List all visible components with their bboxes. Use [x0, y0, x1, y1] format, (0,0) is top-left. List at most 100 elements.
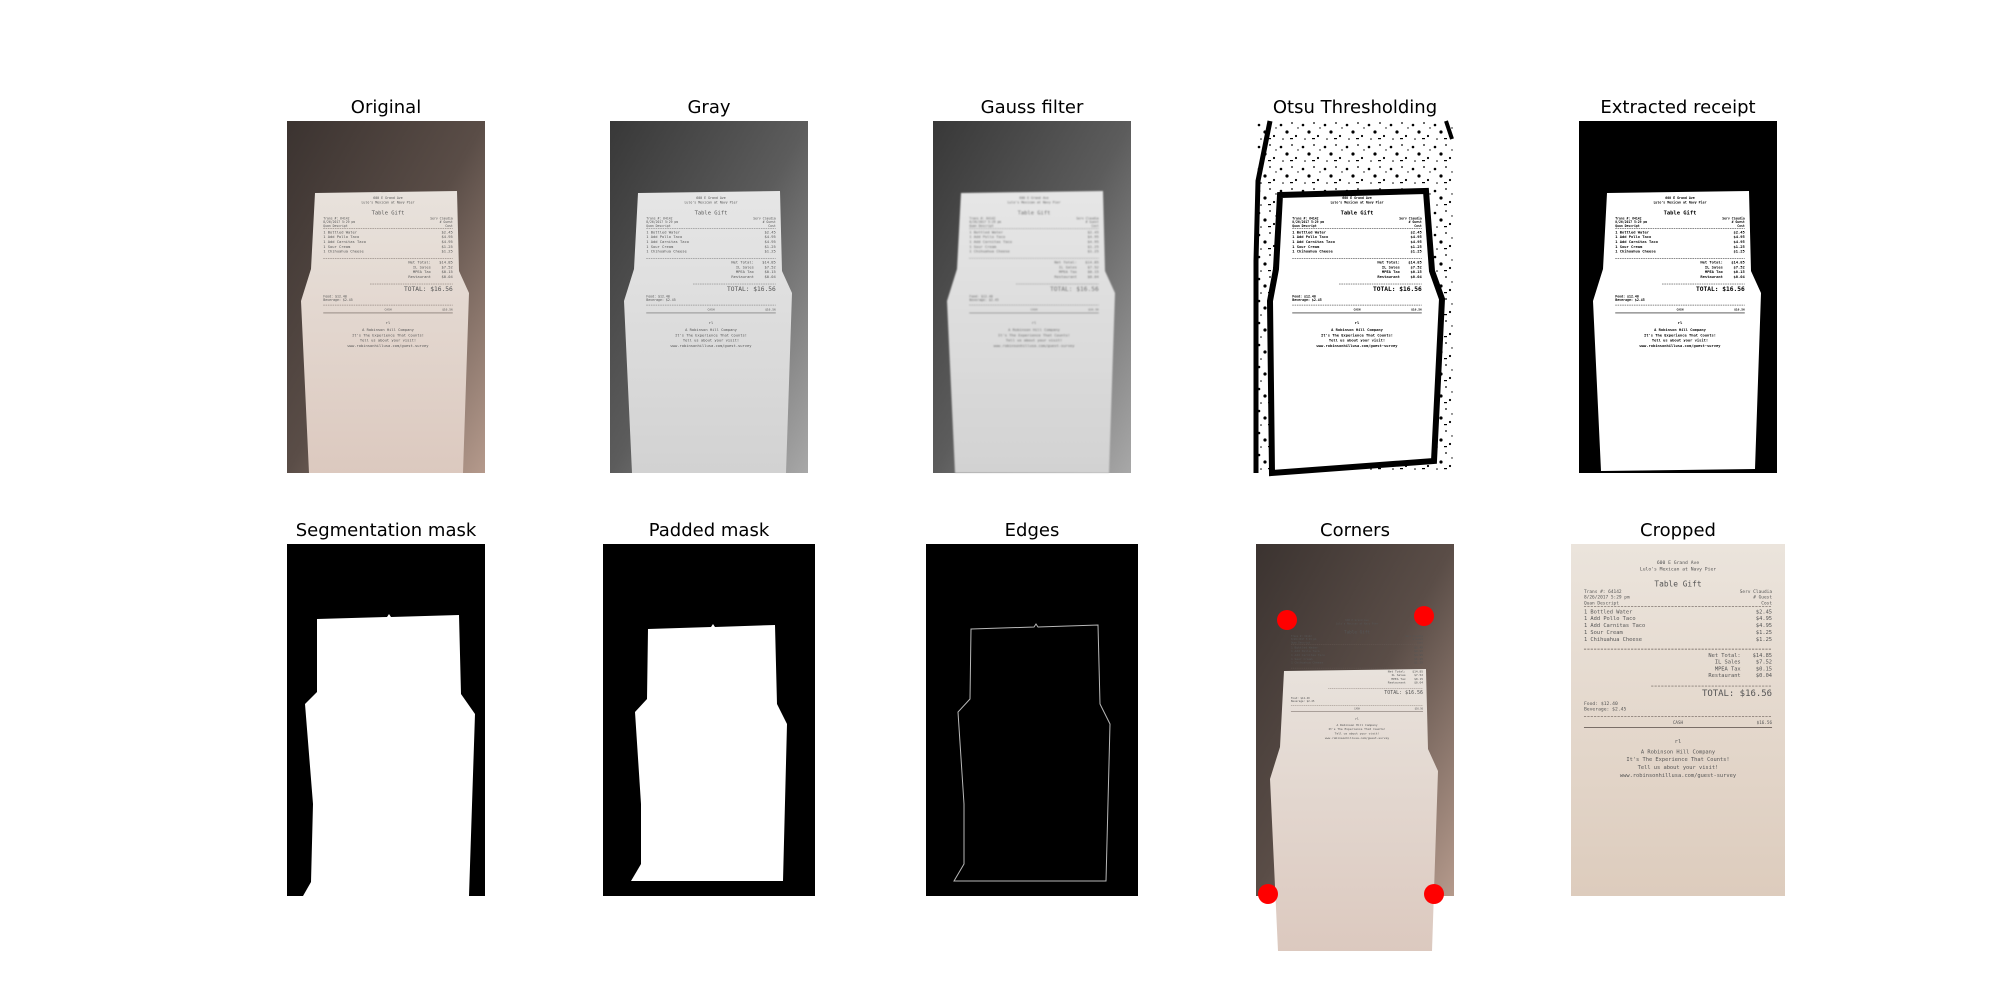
receipt-footer-line: It's The Experience That Counts! [352, 333, 424, 337]
receipt-item-price: $1.25 [765, 245, 776, 249]
receipt-footer-line: It's The Experience That Counts! [998, 333, 1070, 337]
receipt-item-label: 1 Chihuahua Cheese [1584, 637, 1642, 643]
receipt-col-desc: Quan Descript [969, 224, 993, 228]
panel-cropped: 600 E Grand AveLulo's Mexican at Navy Pi… [1571, 544, 1785, 896]
receipt-item-label: 1 Add Pollo Taco [1584, 616, 1636, 622]
receipt-total-value: $0.04 [1411, 275, 1423, 279]
receipt-footer-line: Tell us about your visit! [683, 339, 739, 343]
receipt-col-desc: Quan Descript [323, 224, 347, 228]
receipt-table: Table Gift [1654, 579, 1701, 588]
receipt-item-label: 1 Add Pollo Taco [1292, 235, 1329, 239]
receipt-total-label: MPEA Tax [1382, 270, 1401, 274]
receipt-total-label: MPEA Tax [1715, 666, 1742, 672]
receipt-col-desc: Quan Descript [1615, 224, 1639, 228]
receipt-table: Table Gift [695, 211, 728, 217]
panel-title-otsu: Otsu Thresholding [1273, 97, 1437, 118]
receipt-total-label: MPEA Tax [1059, 270, 1078, 274]
receipt-total-label: Net Total: [408, 261, 430, 265]
receipt-item-label: 1 Chihuahua Cheese [1291, 661, 1323, 665]
receipt-logo-mark: rl [1355, 717, 1359, 721]
receipt-restaurant: Lulo's Mexican at Navy Pier [1336, 622, 1379, 626]
receipt-item-label: 1 Bottled Water [1615, 230, 1649, 234]
receipt-address: 600 E Grand Ave [1665, 196, 1695, 200]
receipt-item-label: 1 Add Pollo Taco [646, 235, 682, 239]
receipt-item-label: 1 Add Carnitas Taco [646, 240, 689, 244]
receipt-item-label: 1 Chihuahua Cheese [969, 250, 1010, 254]
receipt-item-price: $1.25 [1411, 245, 1422, 249]
receipt-restaurant: Lulo's Mexican at Navy Pier [1653, 201, 1706, 205]
receipt-date: 8/26/2017 5:29 pm [1584, 595, 1630, 601]
receipt-item-label: 1 Sour Cream [1292, 245, 1320, 249]
receipt-item-price: $2.45 [1734, 230, 1745, 234]
receipt-cash-value: $16.56 [442, 308, 453, 312]
receipt-item-label: 1 Bottled Water [1584, 609, 1633, 615]
receipt-total-value: $7.52 [765, 265, 776, 269]
receipt-beverage: Beverage: $2.45 [646, 298, 676, 302]
receipt-footer-line: Tell us about your visit! [360, 339, 416, 343]
receipt-cash: CASH [1354, 708, 1360, 711]
receipt-address: 600 E Grand Ave [1345, 618, 1369, 622]
panel-title-segmentation: Segmentation mask [296, 520, 477, 541]
receipt-total-value: $0.15 [1088, 270, 1099, 274]
receipt-total-label: Restaurant [731, 275, 753, 279]
receipt-footer-line: www.robinsonhillusa.com/guest-survey [1620, 773, 1737, 779]
receipt-item-label: 1 Add Carnitas Taco [1584, 623, 1645, 629]
panel-otsu: 600 E Grand AveLulo's Mexican at Navy Pi… [1256, 121, 1454, 473]
receipt-total-value: $0.04 [1756, 673, 1772, 679]
receipt-item-price: $2.45 [765, 230, 776, 234]
receipt-item-price: $4.95 [442, 240, 453, 244]
receipt-item-label: 1 Bottled Water [323, 230, 357, 234]
receipt-total-label: Restaurant [408, 275, 430, 279]
receipt-item-label: 1 Chihuahua Cheese [1615, 250, 1656, 254]
receipt-footer-line: www.robinsonhillusa.com/guest-survey [1640, 344, 1722, 348]
receipt-total-value: $7.52 [1734, 265, 1745, 269]
receipt-footer-line: www.robinsonhillusa.com/guest-survey [994, 344, 1076, 348]
receipt-item-price: $1.25 [1756, 630, 1772, 636]
receipt-item-label: 1 Add Pollo Taco [969, 235, 1005, 239]
receipt-item-price: $4.95 [1756, 623, 1772, 629]
receipt-total-label: Restaurant [1708, 673, 1740, 679]
receipt-total-value: $7.52 [1756, 660, 1772, 666]
receipt-total-label: Net Total: [731, 261, 753, 265]
receipt-item-label: 1 Chihuahua Cheese [646, 250, 687, 254]
receipt-footer-line: It's The Experience That Counts! [1321, 333, 1393, 337]
receipt-col-cost: Cost [768, 224, 776, 228]
receipt-cash: CASH [1673, 720, 1684, 726]
receipt-table: Table Gift [1341, 211, 1374, 217]
receipt-item-label: 1 Add Pollo Taco [323, 235, 359, 239]
receipt-logo-mark: rl [1355, 320, 1360, 325]
receipt-footer-line: A Robinson Hill Company [685, 328, 737, 332]
receipt-item-price: $4.95 [765, 235, 776, 239]
receipt-content: 600 E Grand AveLulo's Mexican at Navy Pi… [947, 191, 1115, 473]
panel-original: 600 E Grand AveLulo's Mexican at Navy Pi… [287, 121, 485, 473]
receipt-total-value: $0.15 [1756, 666, 1772, 672]
receipt-item-price: $4.95 [1088, 240, 1099, 244]
receipt-address: 600 E Grand Ave [1342, 196, 1372, 200]
receipt-total-value: $0.04 [1414, 681, 1423, 685]
receipt-beverage: Beverage: $2.45 [1615, 298, 1645, 302]
receipt-beverage: Beverage: $2.45 [323, 298, 353, 302]
receipt-total-value: $0.15 [765, 270, 776, 274]
receipt-total-label: Net Total: [1054, 261, 1076, 265]
receipt-cash-value: $16.56 [1734, 308, 1745, 312]
receipt-item-price: $2.45 [1756, 609, 1772, 615]
receipt-total-value: $7.52 [1088, 265, 1099, 269]
receipt-grand-total: TOTAL: $16.56 [1050, 286, 1099, 293]
receipt-total-value: $14.85 [1731, 261, 1745, 265]
corner-marker-top-right [1414, 606, 1434, 626]
receipt-item-label: 1 Sour Cream [646, 245, 674, 249]
receipt-item-label: 1 Sour Cream [969, 245, 997, 249]
receipt-food: Food: $12.40 [1584, 701, 1618, 707]
receipt-guest: # Guest [1753, 595, 1772, 601]
receipt-cash: CASH [1030, 308, 1037, 312]
receipt-footer-line: It's The Experience That Counts! [1644, 333, 1716, 337]
receipt-item-label: 1 Add Carnitas Taco [1292, 240, 1335, 244]
receipt-item-price: $2.45 [1088, 230, 1099, 234]
receipt-total-label: Net Total: [1708, 653, 1740, 659]
receipt-footer-line: www.robinsonhillusa.com/guest-survey [348, 344, 430, 348]
receipt-restaurant: Lulo's Mexican at Navy Pier [361, 201, 414, 205]
receipt-address: 600 E Grand Ave [696, 196, 726, 200]
receipt-total-label: Restaurant [1054, 275, 1076, 279]
receipt-item-price: $4.95 [1411, 235, 1422, 239]
receipt-grand-total: TOTAL: $16.56 [404, 286, 453, 293]
